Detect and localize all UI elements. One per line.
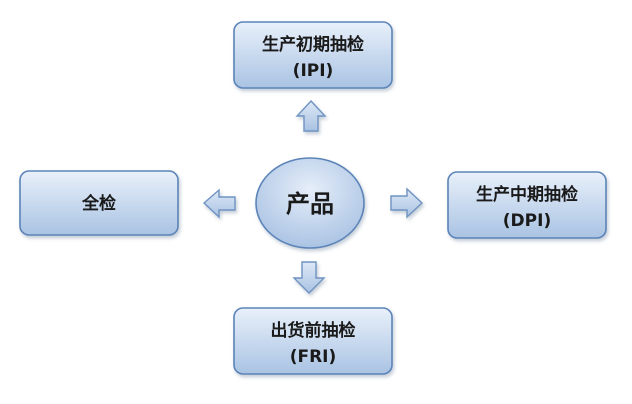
node-bottom-box <box>233 307 393 375</box>
arrow-down-icon <box>292 261 326 294</box>
node-bottom-line1: 出货前抽检 <box>271 320 356 341</box>
center-circle <box>255 157 365 249</box>
arrow-left-icon <box>202 188 236 219</box>
node-left-full: 全检 <box>19 170 179 236</box>
node-right-line1: 生产中期抽检 <box>476 184 578 205</box>
center-label: 产品 <box>286 190 334 218</box>
node-right-box <box>447 171 607 239</box>
node-left-box <box>19 170 179 236</box>
center-product: 产品 <box>255 157 365 249</box>
node-left-line1: 全检 <box>81 193 116 214</box>
node-right-dpi: 生产中期抽检 (DPI) <box>447 171 607 239</box>
node-right-line2: (DPI) <box>503 211 551 231</box>
arrow-right-icon <box>390 187 424 219</box>
node-top-line1: 生产初期抽检 <box>262 34 364 55</box>
arrow-up-icon <box>295 99 327 132</box>
node-top-ipi: 生产初期抽检 (IPI) <box>233 21 393 89</box>
node-bottom-fri: 出货前抽检 (FRI) <box>233 307 393 375</box>
node-top-line2: (IPI) <box>293 61 334 81</box>
node-top-box <box>233 21 393 89</box>
node-bottom-line2: (FRI) <box>290 347 337 367</box>
